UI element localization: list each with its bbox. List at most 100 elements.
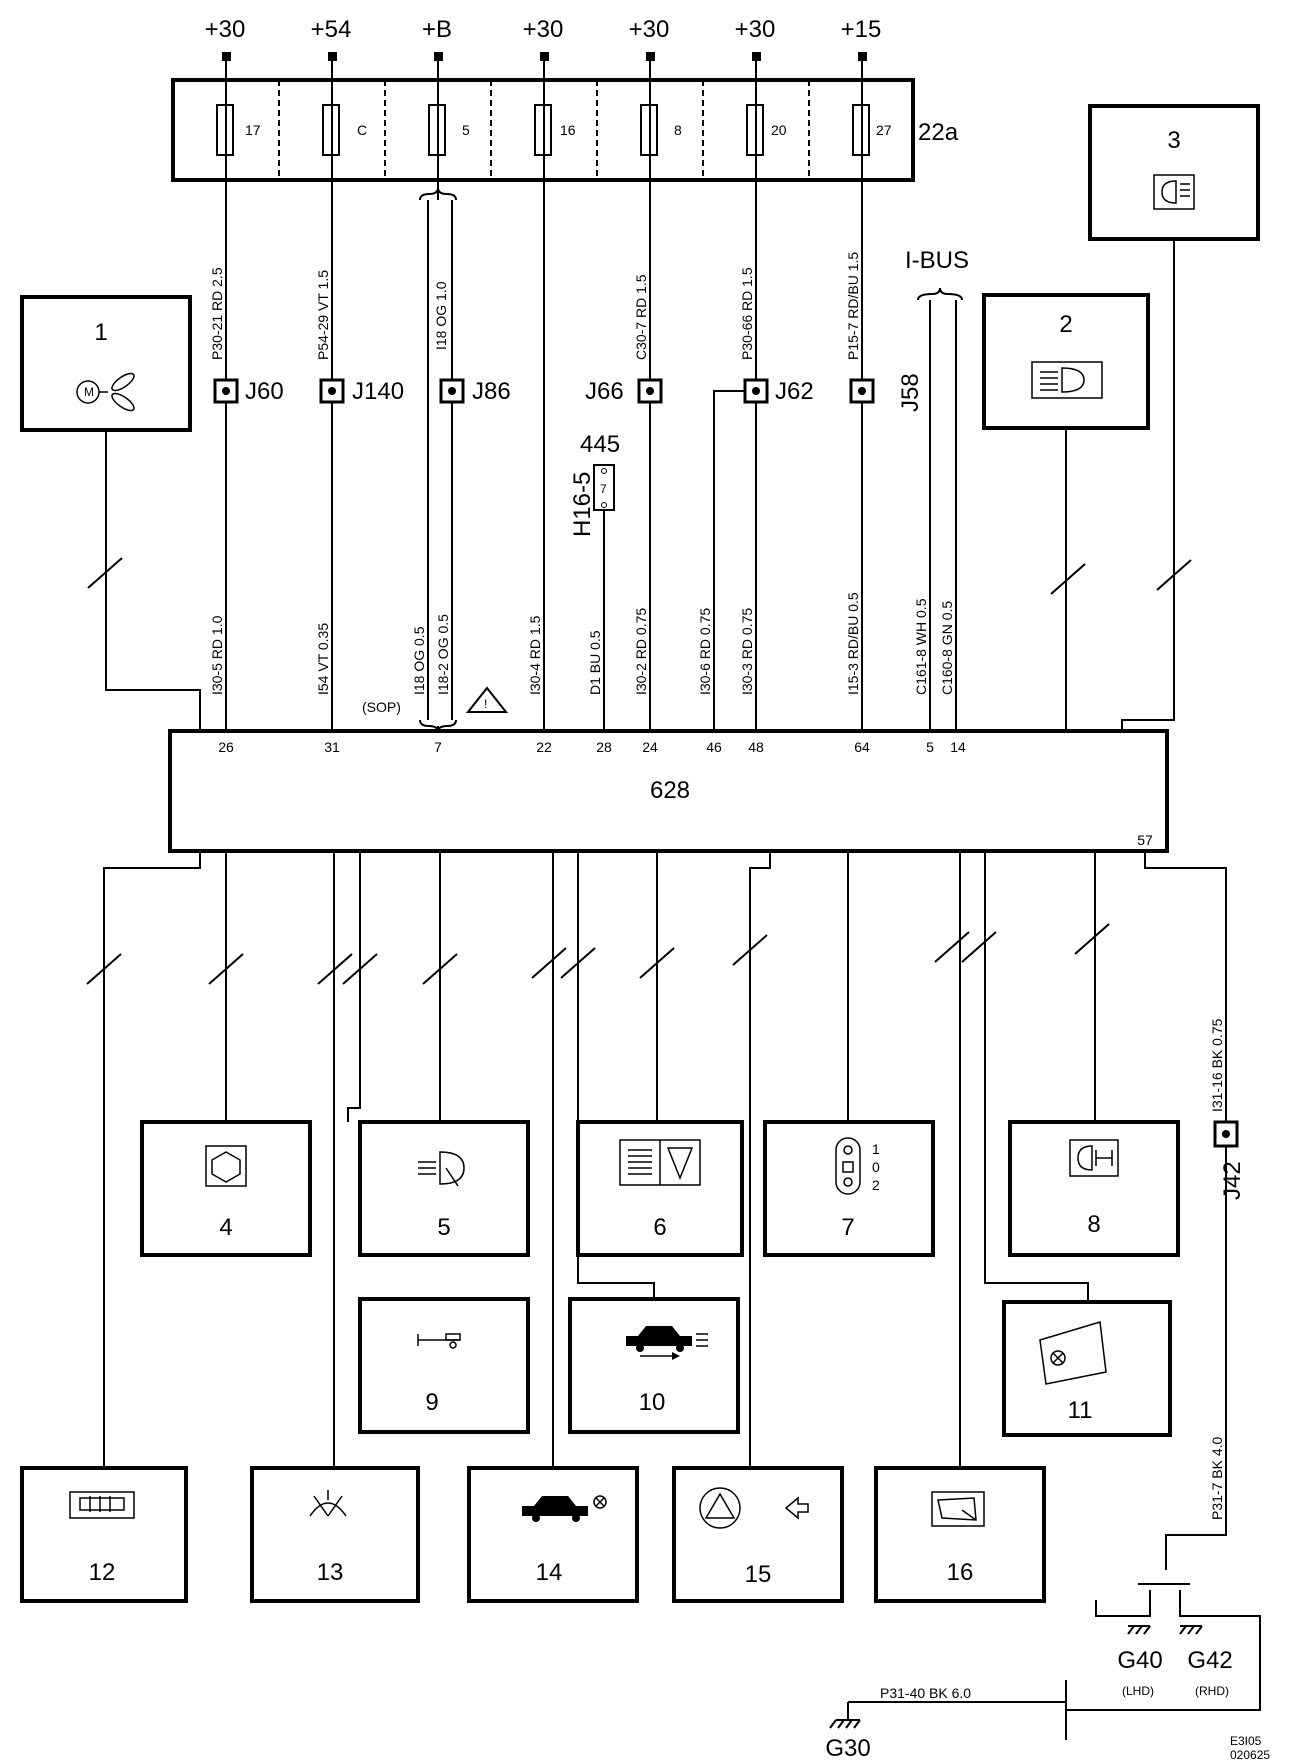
- wire-label: I30-4 RD 1.5: [527, 615, 543, 695]
- wire-label: I30-2 RD 0.75: [633, 608, 649, 695]
- svg-text:11: 11: [1068, 1397, 1093, 1424]
- wire-label: I15-3 RD/BU 0.5: [845, 592, 861, 695]
- supply-label: +B: [422, 16, 452, 43]
- connector-pin: 7: [600, 482, 607, 496]
- svg-text:15: 15: [745, 1561, 772, 1588]
- supply-labels: +30 +54 +B +30 +30 +30 +15: [205, 16, 882, 43]
- ibus-label: I-BUS: [905, 247, 969, 274]
- lower-wires: [103, 851, 1227, 1617]
- ground-symbol-icon: [1179, 1625, 1203, 1635]
- switch-position: 0: [872, 1159, 880, 1175]
- trailer-icon: [417, 1333, 461, 1349]
- ground-rhd: (RHD): [1195, 1684, 1229, 1698]
- component-5: 5: [358, 1120, 530, 1257]
- car-bulb-icon: [522, 1495, 607, 1522]
- ground-wire-label: P31-40 BK 6.0: [880, 1685, 971, 1701]
- supply-label: +15: [841, 16, 882, 43]
- parking-lamp-icon: [1069, 1139, 1119, 1177]
- supply-terminals: [222, 52, 867, 61]
- wire-label: I18-2 OG 0.5: [435, 614, 451, 695]
- interior-lamp-icon: [1039, 1321, 1107, 1385]
- ground-wire-label: P31-7 BK 4.0: [1209, 1437, 1225, 1520]
- fuse-number: 20: [771, 122, 787, 138]
- hazard-indicator-icon: [699, 1487, 809, 1529]
- wire-label: C160-8 GN 0.5: [939, 601, 955, 695]
- ground-lhd: (LHD): [1122, 1684, 1154, 1698]
- connector-445: 445 7 H16-5: [569, 431, 620, 537]
- ground-symbol-icon: [829, 1719, 861, 1729]
- svg-text:13: 13: [317, 1559, 344, 1586]
- junction-j86: J86: [472, 378, 511, 405]
- wire-label: P30-66 RD 1.5: [739, 267, 755, 360]
- pin-number: 14: [950, 739, 966, 755]
- bundle-marks: [86, 557, 1192, 985]
- svg-text:16: 16: [947, 1559, 974, 1586]
- fuse-number: 17: [245, 122, 261, 138]
- wire-c1: [105, 430, 201, 731]
- wire-label: P54-29 VT 1.5: [315, 270, 331, 360]
- fan-motor-icon: M: [76, 372, 135, 412]
- junction-j66: J66: [585, 378, 624, 405]
- component-13: 13: [250, 1466, 420, 1603]
- component-4: 4: [140, 1120, 312, 1257]
- pin-number: 22: [536, 739, 552, 755]
- svg-text:!: !: [484, 697, 487, 711]
- ground-g40: G40: [1117, 1647, 1162, 1674]
- connector-h16-label: H16-5: [569, 472, 596, 537]
- wire-c3: [1121, 239, 1175, 731]
- svg-text:1: 1: [94, 319, 107, 346]
- fuse-number: C: [357, 122, 367, 138]
- ground-symbol-icon: [1127, 1625, 1151, 1635]
- svg-text:M: M: [84, 385, 94, 399]
- wire-label: I54 VT 0.35: [315, 623, 331, 695]
- diagram-code: 020625: [1230, 1748, 1270, 1762]
- svg-text:6: 6: [653, 1214, 666, 1241]
- fuse-number: 27: [876, 122, 892, 138]
- wire-label: C30-7 RD 1.5: [633, 274, 649, 360]
- component-12: 12: [20, 1466, 188, 1603]
- svg-text:10: 10: [639, 1389, 666, 1416]
- module-label: 628: [650, 777, 690, 804]
- wire-label: P30-21 RD 2.5: [209, 267, 225, 360]
- junction-j58: J58: [897, 373, 924, 412]
- svg-text:7: 7: [841, 1214, 854, 1241]
- lower-wire-labels: I30-5 RD 1.0 I54 VT 0.35 I18 OG 0.5 I18-…: [209, 592, 955, 695]
- switch-position: 2: [872, 1177, 880, 1193]
- fuse-number: 16: [560, 122, 576, 138]
- fuse-number: 5: [462, 122, 470, 138]
- pin-number: 24: [642, 739, 658, 755]
- junction-j62: J62: [775, 378, 814, 405]
- diagram-code: E3I05: [1230, 1734, 1262, 1748]
- component-6: 6: [576, 1120, 744, 1257]
- svg-text:3: 3: [1167, 127, 1180, 154]
- component-11: 11: [1002, 1300, 1172, 1437]
- ground-wire-label: I31-16 BK 0.75: [1209, 1018, 1225, 1112]
- pin-number: 26: [218, 739, 234, 755]
- junction-j42: J42: [1219, 1161, 1246, 1200]
- supply-label: +30: [205, 16, 246, 43]
- rear-defroster-icon: [69, 1491, 135, 1519]
- ground-section: G40 G42 (LHD) (RHD) P31-40 BK 6.0 G30: [825, 1600, 1261, 1762]
- component-10: 10: [568, 1297, 740, 1434]
- supply-label: +30: [629, 16, 670, 43]
- junction-j140: J140: [352, 378, 404, 405]
- wiper-icon: [309, 1490, 347, 1517]
- connector-445-label: 445: [580, 431, 620, 458]
- mirror-icon: [931, 1491, 985, 1527]
- component-1: 1 M: [20, 295, 192, 432]
- fuse-box-label: 22a: [918, 119, 959, 146]
- pin-number: 64: [854, 739, 870, 755]
- wire-label: C161-8 WH 0.5: [913, 598, 929, 695]
- fuse-number: 8: [674, 122, 682, 138]
- pin-number: 5: [926, 739, 934, 755]
- car-lamp-icon: [626, 1326, 708, 1360]
- pin-number: 7: [434, 739, 442, 755]
- wire-label: P15-7 RD/BU 1.5: [845, 252, 861, 360]
- pin-number: 57: [1137, 832, 1153, 848]
- upper-wire-labels: P30-21 RD 2.5 P54-29 VT 1.5 I18 OG 1.0 C…: [209, 252, 861, 360]
- pin-number: 46: [706, 739, 722, 755]
- warning-triangle-icon: !: [465, 686, 509, 713]
- component-9: 9: [358, 1297, 530, 1434]
- svg-text:5: 5: [437, 1214, 450, 1241]
